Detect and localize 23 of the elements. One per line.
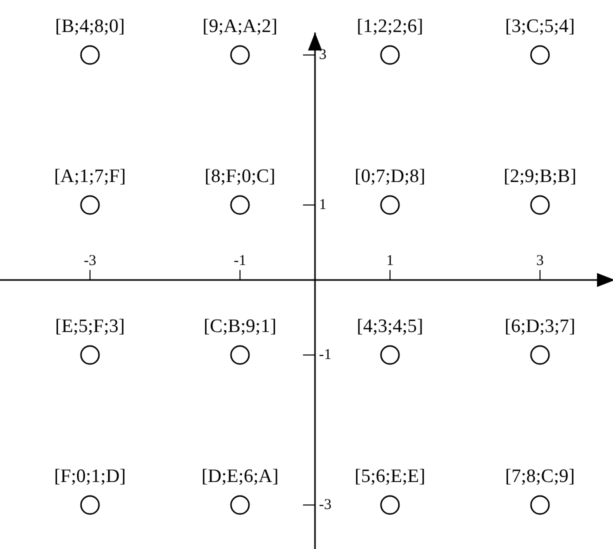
symbol-label: [F;0;1;D] bbox=[54, 467, 126, 486]
symbol-label: [1;2;2;6] bbox=[356, 17, 424, 36]
symbol-label: [A;1;7;F] bbox=[54, 167, 126, 186]
symbol-label: [2;9;B;B] bbox=[504, 167, 576, 186]
symbol-label: [6;D;3;7] bbox=[504, 317, 576, 336]
symbol-label: [9;A;A;2] bbox=[202, 17, 278, 36]
symbol-label: [0;7;D;8] bbox=[354, 167, 426, 186]
tick-label: 3 bbox=[536, 254, 544, 269]
symbol-label: [E;5;F;3] bbox=[55, 317, 125, 336]
tick-label: 1 bbox=[386, 254, 394, 269]
tick-label: -3 bbox=[319, 498, 332, 513]
tick-label: -1 bbox=[319, 348, 332, 363]
symbol-label: [B;4;8;0] bbox=[55, 17, 125, 36]
symbol-label: [C;B;9;1] bbox=[204, 317, 276, 336]
tick-label: -1 bbox=[234, 254, 246, 269]
symbol-label: [8;F;0;C] bbox=[204, 167, 276, 186]
symbol-label: [D;E;6;A] bbox=[201, 467, 279, 486]
symbol-label: [5;6;E;E] bbox=[354, 467, 426, 486]
tick-label: -3 bbox=[84, 254, 96, 269]
symbol-label: [7;8;C;9] bbox=[505, 467, 575, 486]
tick-label: 1 bbox=[319, 198, 326, 213]
symbol-label: [4;3;4;5] bbox=[356, 317, 424, 336]
symbol-label: [3;C;5;4] bbox=[505, 17, 575, 36]
